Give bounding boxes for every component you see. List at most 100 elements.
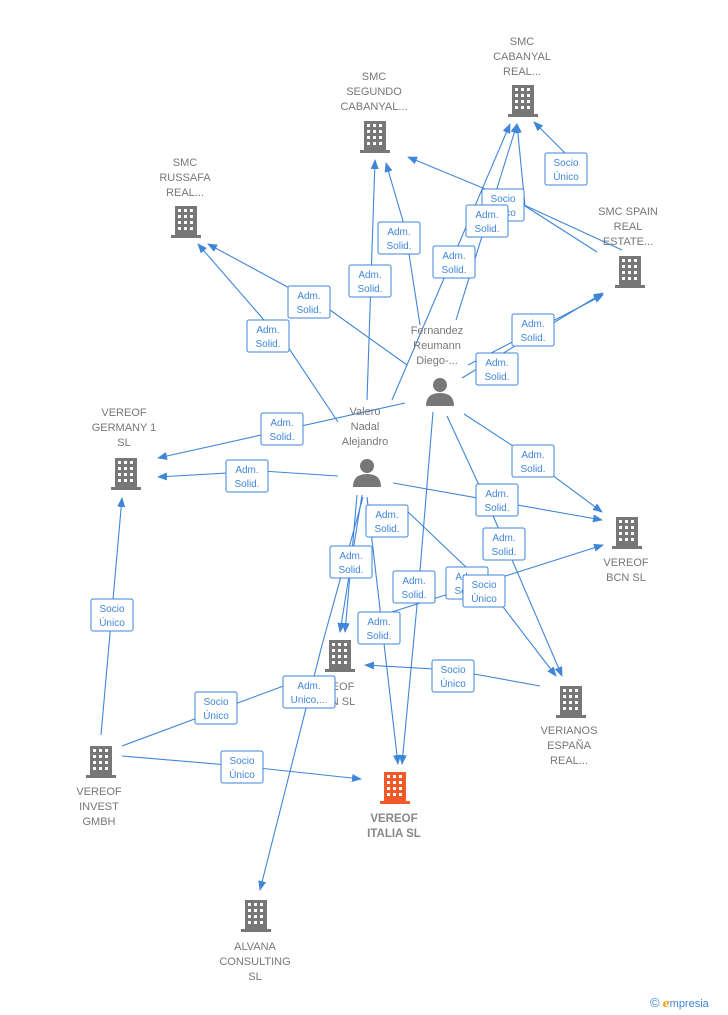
adm-solid-label[interactable]: Adm.Solid. xyxy=(365,504,409,538)
person-icon xyxy=(353,459,381,487)
adm-solid-label[interactable]: Adm.Solid. xyxy=(465,204,509,238)
edge-label-text: Adm. xyxy=(358,270,381,281)
edge-label-text: Socio xyxy=(471,580,496,591)
edge-label-text: Solid. xyxy=(491,547,516,558)
adm-solid-label[interactable]: Adm. Solid. xyxy=(246,319,290,353)
building-icon xyxy=(612,517,642,549)
adm-solid-label[interactable]: Adm. Solid. xyxy=(432,245,476,279)
edge-label-text: Solid. xyxy=(484,372,509,383)
edge-label-text: Solid. xyxy=(401,590,426,601)
edge-label-text: Único xyxy=(229,768,255,781)
edge-label-text: Solid. xyxy=(520,464,545,475)
edge-label-text: Solid. xyxy=(474,224,499,235)
adm-solid-label[interactable]: Adm. Solid. xyxy=(348,264,392,298)
edge-label-text: Solid. xyxy=(255,339,280,350)
adm-solid-label[interactable]: Adm. Solid. xyxy=(475,483,519,517)
edge-label-text: Solid. xyxy=(338,565,363,576)
building-icon xyxy=(615,256,645,288)
edge-label-text: Adm. xyxy=(442,251,465,262)
edge-label-text: Adm. xyxy=(367,617,390,628)
edge-label-text: Único xyxy=(553,170,579,183)
adm-solid-label[interactable]: Adm.Solid. xyxy=(482,527,526,561)
edge-label-text: Adm. xyxy=(375,510,398,521)
edge-label-text: Adm. xyxy=(339,551,362,562)
adm-solid-label[interactable]: Adm.Solid. xyxy=(225,459,269,493)
edge-label-text: Adm. xyxy=(270,418,293,429)
empresia-logo-text: mpresia xyxy=(669,998,709,1010)
building-icon xyxy=(508,85,538,117)
edge-label-text: Adm. xyxy=(485,358,508,369)
edge-label-text: Solid. xyxy=(234,479,259,490)
building-icon xyxy=(171,206,201,238)
building-icon xyxy=(360,121,390,153)
edge-label-text: Solid. xyxy=(520,333,545,344)
building-icon xyxy=(241,900,271,932)
adm-solid-label[interactable]: Adm.Solid. xyxy=(260,412,304,446)
relation-edge xyxy=(533,121,566,154)
edge-label-text: Solid. xyxy=(484,503,509,514)
edge-label-text: Socio xyxy=(553,158,578,169)
empresia-credit[interactable]: © empresia xyxy=(650,995,709,1010)
building-icon xyxy=(86,746,116,778)
adm-solid-label[interactable]: Adm. Solid. xyxy=(377,221,421,255)
adm-solid-label[interactable]: Adm. Solid. xyxy=(392,570,436,604)
adm-solid-label[interactable]: Adm.Solid. xyxy=(287,285,331,319)
edge-label-text: Adm. xyxy=(387,227,410,238)
edge-label-text: Socio xyxy=(440,665,465,676)
edge-label-text: Adm. xyxy=(521,319,544,330)
empresia-logo-initial: e xyxy=(662,997,670,1010)
edge-label-text: Solid. xyxy=(441,265,466,276)
building-icon xyxy=(556,686,586,718)
edge-label-text: Socio xyxy=(490,194,515,205)
adm-solid-label[interactable]: Adm. Solid. xyxy=(329,545,373,579)
edge-label-text: Adm. xyxy=(485,489,508,500)
adm-solid-label[interactable]: Adm. Solid. xyxy=(511,444,555,478)
adm-solid-label[interactable]: Adm. Solid. xyxy=(475,352,519,386)
relation-edge xyxy=(197,243,339,423)
adm-solid-label[interactable]: Adm. Solid. xyxy=(511,313,555,347)
edge-label-text: Adm. xyxy=(402,576,425,587)
adm-solid-label[interactable]: Adm. Solid. xyxy=(357,611,401,645)
edge-label-text: Adm. xyxy=(521,450,544,461)
edge-label-text: Solid. xyxy=(357,284,382,295)
edge-label-text: Solid. xyxy=(386,241,411,252)
edge-label-text: Único xyxy=(99,616,125,629)
edge-label-text: Adm. xyxy=(256,325,279,336)
edge-label-text: Socio xyxy=(203,697,228,708)
edge-label-text: Solid. xyxy=(366,631,391,642)
adm-solid-label[interactable]: Adm.Unico,... xyxy=(282,675,336,709)
